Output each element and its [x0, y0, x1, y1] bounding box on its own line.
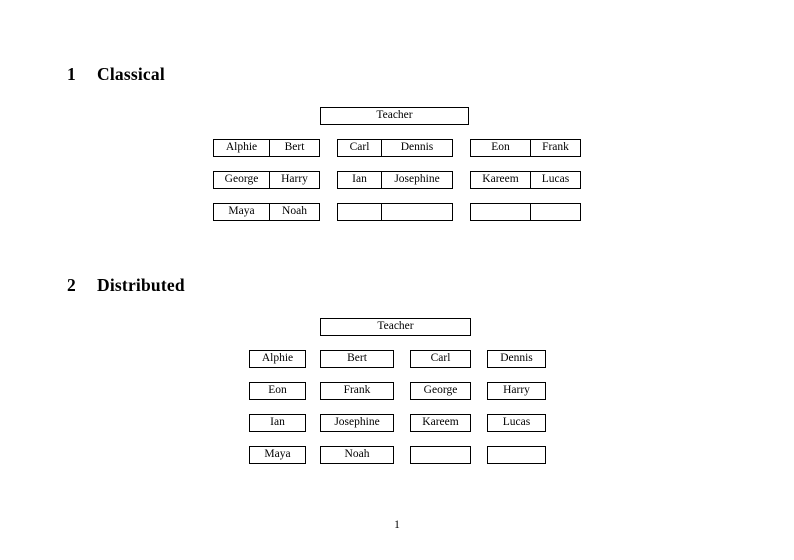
- student-node: Dennis: [487, 350, 546, 368]
- student-node: Maya: [249, 446, 306, 464]
- student-node: Ian: [249, 414, 306, 432]
- student-node-empty: [487, 446, 546, 464]
- student-cell: Dennis: [381, 140, 452, 156]
- student-group: Carl Dennis: [337, 139, 453, 157]
- student-cell: Noah: [269, 204, 319, 220]
- student-group: Eon Frank: [470, 139, 581, 157]
- page-number: 1: [394, 519, 400, 531]
- student-group: Alphie Bert: [213, 139, 320, 157]
- student-node: Noah: [320, 446, 394, 464]
- student-group-empty: [470, 203, 581, 221]
- student-node: Eon: [249, 382, 306, 400]
- section-heading-classical: 1 Classical: [67, 64, 165, 85]
- section-title: Distributed: [97, 275, 185, 295]
- section-heading-distributed: 2 Distributed: [67, 275, 185, 296]
- student-cell: Alphie: [225, 141, 258, 154]
- student-cell: Kareem: [482, 173, 519, 186]
- student-node: Kareem: [410, 414, 471, 432]
- teacher-node-classical: Teacher: [320, 107, 469, 125]
- student-cell: Frank: [530, 140, 580, 156]
- student-node: Lucas: [487, 414, 546, 432]
- section-title: Classical: [97, 64, 165, 84]
- student-node: Josephine: [320, 414, 394, 432]
- student-group: Ian Josephine: [337, 171, 453, 189]
- student-cell-empty: [471, 204, 530, 220]
- student-node: Frank: [320, 382, 394, 400]
- student-cell: George: [224, 173, 259, 186]
- student-cell: Eon: [491, 141, 510, 154]
- student-cell: Maya: [228, 205, 255, 218]
- student-cell-empty: [381, 204, 452, 220]
- section-number: 1: [67, 64, 76, 84]
- student-group-empty: [337, 203, 453, 221]
- student-group: Kareem Lucas: [470, 171, 581, 189]
- student-cell: Lucas: [530, 172, 580, 188]
- student-cell: Bert: [269, 140, 319, 156]
- student-cell-empty: [338, 204, 381, 220]
- student-cell-empty: [530, 204, 580, 220]
- student-node: Harry: [487, 382, 546, 400]
- student-group: George Harry: [213, 171, 320, 189]
- student-node: George: [410, 382, 471, 400]
- student-cell: Carl: [349, 141, 370, 154]
- student-node-empty: [410, 446, 471, 464]
- student-cell: Josephine: [381, 172, 452, 188]
- student-cell: Ian: [352, 173, 367, 186]
- student-cell: Harry: [269, 172, 319, 188]
- section-number: 2: [67, 275, 76, 295]
- student-node: Bert: [320, 350, 394, 368]
- student-node: Carl: [410, 350, 471, 368]
- teacher-node-distributed: Teacher: [320, 318, 471, 336]
- student-group: Maya Noah: [213, 203, 320, 221]
- student-node: Alphie: [249, 350, 306, 368]
